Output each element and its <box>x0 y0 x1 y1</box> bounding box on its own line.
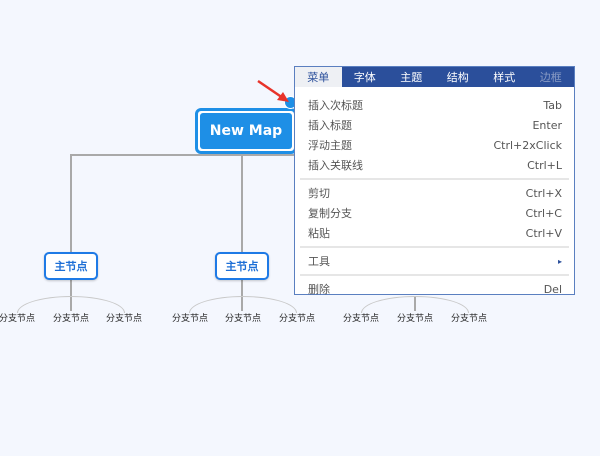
menu-item-label: 浮动主题 <box>308 139 352 152</box>
branch-node[interactable]: 分支节点 <box>396 314 433 324</box>
connector-line <box>70 279 72 311</box>
menu-item-tools[interactable]: 工具 ▸ <box>295 251 574 271</box>
connector-line <box>241 154 243 254</box>
root-node-label: New Map <box>200 113 292 149</box>
branch-node[interactable]: 分支节点 <box>52 314 89 324</box>
menu-item-copy-branch[interactable]: 复制分支 Ctrl+C <box>295 203 574 223</box>
main-node[interactable]: 主节点 <box>215 252 269 280</box>
branch-node[interactable]: 分支节点 <box>450 314 487 324</box>
tab-style[interactable]: 样式 <box>493 71 516 84</box>
menu-divider <box>300 274 569 276</box>
menu-item-shortcut: Enter <box>532 118 562 132</box>
menu-item-delete[interactable]: 删除 Del <box>295 279 574 299</box>
menu-item-label: 插入次标题 <box>308 99 363 112</box>
menu-item-insert-topic[interactable]: 插入标题 Enter <box>295 115 574 135</box>
connector-line <box>70 154 420 156</box>
tab-menu[interactable]: 菜单 <box>295 67 342 87</box>
tab-font[interactable]: 字体 <box>353 71 376 84</box>
branch-node[interactable]: 分支节点 <box>0 314 35 324</box>
branch-node[interactable]: 分支节点 <box>342 314 379 324</box>
main-node[interactable]: 主节点 <box>44 252 98 280</box>
menu-item-shortcut: Ctrl+L <box>527 158 562 172</box>
menu-tab-bar: 菜单 字体 主题 结构 样式 边框 <box>295 67 574 87</box>
menu-item-label: 删除 <box>308 283 330 296</box>
branch-node[interactable]: 分支节点 <box>105 314 142 324</box>
root-node[interactable]: New Map <box>195 108 297 154</box>
branch-node[interactable]: 分支节点 <box>224 314 261 324</box>
tab-structure[interactable]: 结构 <box>446 71 469 84</box>
menu-item-label: 粘贴 <box>308 227 330 240</box>
menu-item-label: 剪切 <box>308 187 330 200</box>
menu-item-cut[interactable]: 剪切 Ctrl+X <box>295 183 574 203</box>
menu-item-label: 插入标题 <box>308 119 352 132</box>
menu-item-shortcut: Tab <box>543 98 562 112</box>
menu-item-shortcut: Ctrl+2xClick <box>493 138 562 152</box>
tab-border: 边框 <box>539 71 562 84</box>
menu-item-label: 插入关联线 <box>308 159 363 172</box>
submenu-arrow-icon: ▸ <box>557 256 562 266</box>
connector-line <box>70 154 72 254</box>
menu-item-shortcut: Ctrl+X <box>525 186 562 200</box>
menu-divider <box>300 178 569 180</box>
menu-item-floating-topic[interactable]: 浮动主题 Ctrl+2xClick <box>295 135 574 155</box>
menu-item-shortcut: Ctrl+C <box>525 206 562 220</box>
connector-line <box>241 279 243 311</box>
branch-node[interactable]: 分支节点 <box>171 314 208 324</box>
tab-theme[interactable]: 主题 <box>400 71 423 84</box>
menu-item-shortcut: Del <box>543 282 562 296</box>
menu-divider <box>300 246 569 248</box>
red-arrow-icon <box>257 79 289 102</box>
context-menu: 菜单 字体 主题 结构 样式 边框 插入次标题 Tab 插入标题 Enter 浮动主… <box>294 66 575 296</box>
menu-item-insert-subtopic[interactable]: 插入次标题 Tab <box>295 95 574 115</box>
menu-item-shortcut: Ctrl+V <box>525 226 562 240</box>
menu-item-label: 复制分支 <box>308 207 352 220</box>
menu-item-label: 工具 <box>308 255 330 268</box>
menu-item-insert-relationship[interactable]: 插入关联线 Ctrl+L <box>295 155 574 175</box>
branch-node[interactable]: 分支节点 <box>278 314 315 324</box>
menu-item-paste[interactable]: 粘贴 Ctrl+V <box>295 223 574 243</box>
